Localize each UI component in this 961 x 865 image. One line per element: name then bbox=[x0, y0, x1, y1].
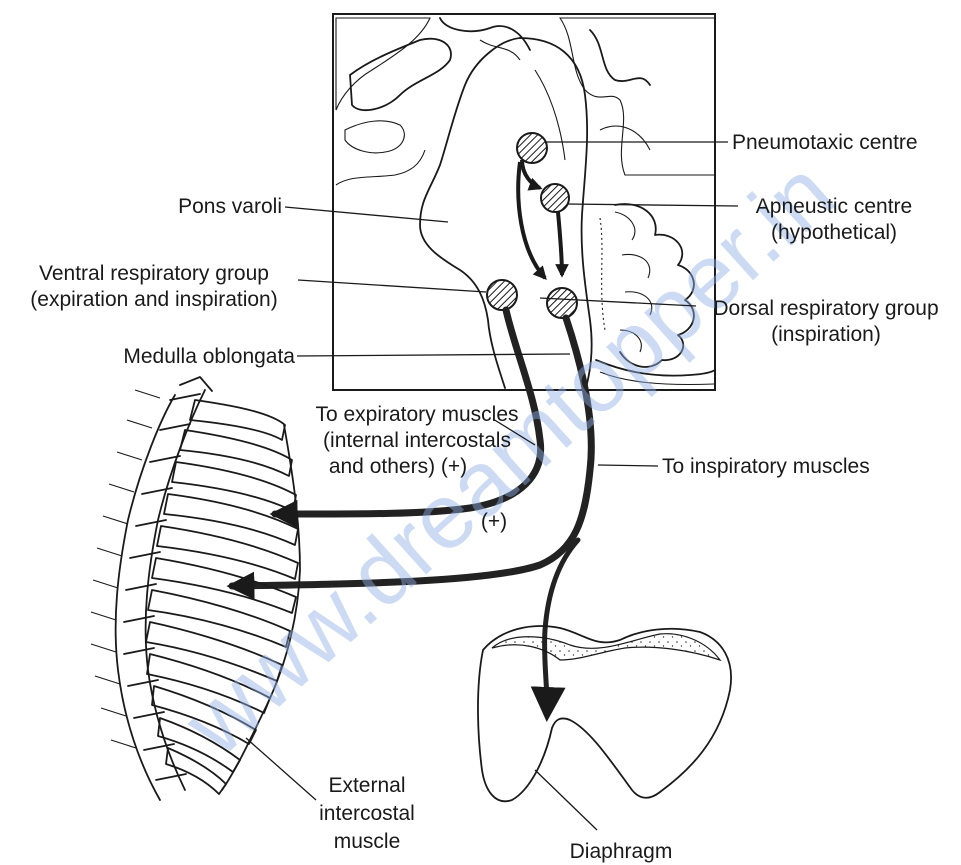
label-to-expiratory-muscles: To expiratory muscles bbox=[315, 403, 518, 426]
label-ventral-expiration-inspiration: (expiration and inspiration) bbox=[30, 288, 277, 311]
apneustic-centre-node bbox=[541, 184, 569, 212]
label-to-inspiratory-muscles: To inspiratory muscles bbox=[662, 455, 870, 478]
label-intercostal: intercostal bbox=[319, 802, 415, 825]
ventral-group-node bbox=[487, 280, 517, 310]
label-pons-varoli: Pons varoli bbox=[178, 195, 282, 218]
label-dorsal-inspiration: (inspiration) bbox=[771, 323, 881, 346]
label-muscle: muscle bbox=[334, 830, 401, 853]
diaphragm-shape bbox=[478, 626, 731, 801]
label-ventral-respiratory-group: Ventral respiratory group bbox=[39, 262, 269, 285]
label-external: External bbox=[328, 774, 405, 797]
label-plus: (+) bbox=[481, 510, 507, 533]
pneumotaxic-centre-node bbox=[517, 133, 547, 163]
dorsal-group-node bbox=[547, 288, 577, 318]
vertebrae bbox=[91, 390, 200, 780]
label-apneustic-hypothetical: (hypothetical) bbox=[771, 221, 897, 244]
label-dorsal-respiratory-group: Dorsal respiratory group bbox=[713, 297, 938, 320]
label-and-others: and others) (+) bbox=[329, 455, 467, 478]
label-medulla-oblongata: Medulla oblongata bbox=[123, 345, 295, 368]
label-diaphragm: Diaphragm bbox=[570, 840, 673, 863]
label-pneumotaxic-centre: Pneumotaxic centre bbox=[732, 131, 918, 154]
label-internal-intercostals: (internal intercostals bbox=[323, 429, 511, 452]
label-apneustic-centre: Apneustic centre bbox=[756, 195, 912, 218]
